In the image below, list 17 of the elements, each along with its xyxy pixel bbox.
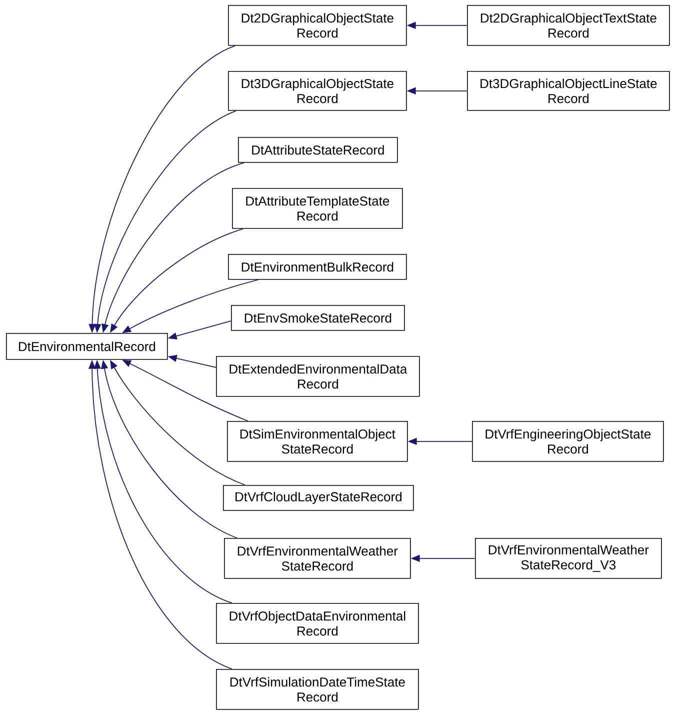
- class-box: DtVrfCloudLayerStateRecord: [223, 485, 414, 511]
- class-box: DtEnvironmentBulkRecord: [228, 254, 407, 280]
- class-box: DtVrfEngineeringObjectState Record: [472, 421, 664, 462]
- class-box: DtAttributeTemplateState Record: [232, 188, 403, 229]
- class-box: DtExtendedEnvironmentalData Record: [216, 356, 420, 397]
- class-box: DtEnvSmokeStateRecord: [231, 305, 405, 331]
- class-box: DtEnvironmentalRecord: [6, 333, 168, 360]
- class-box: DtSimEnvironmentalObject StateRecord: [227, 421, 408, 462]
- class-box: DtVrfEnvironmentalWeather StateRecord_V3: [475, 538, 662, 579]
- class-box: DtVrfEnvironmentalWeather StateRecord: [224, 538, 411, 579]
- class-box: DtVrfSimulationDateTimeState Record: [216, 669, 419, 710]
- class-box: Dt2DGraphicalObjectTextState Record: [467, 5, 670, 46]
- class-box: Dt3DGraphicalObjectState Record: [228, 71, 407, 111]
- class-box: Dt3DGraphicalObjectLineState Record: [467, 71, 670, 111]
- class-box: DtAttributeStateRecord: [238, 137, 398, 163]
- class-box: Dt2DGraphicalObjectState Record: [228, 5, 407, 46]
- class-box: DtVrfObjectDataEnvironmental Record: [216, 603, 419, 644]
